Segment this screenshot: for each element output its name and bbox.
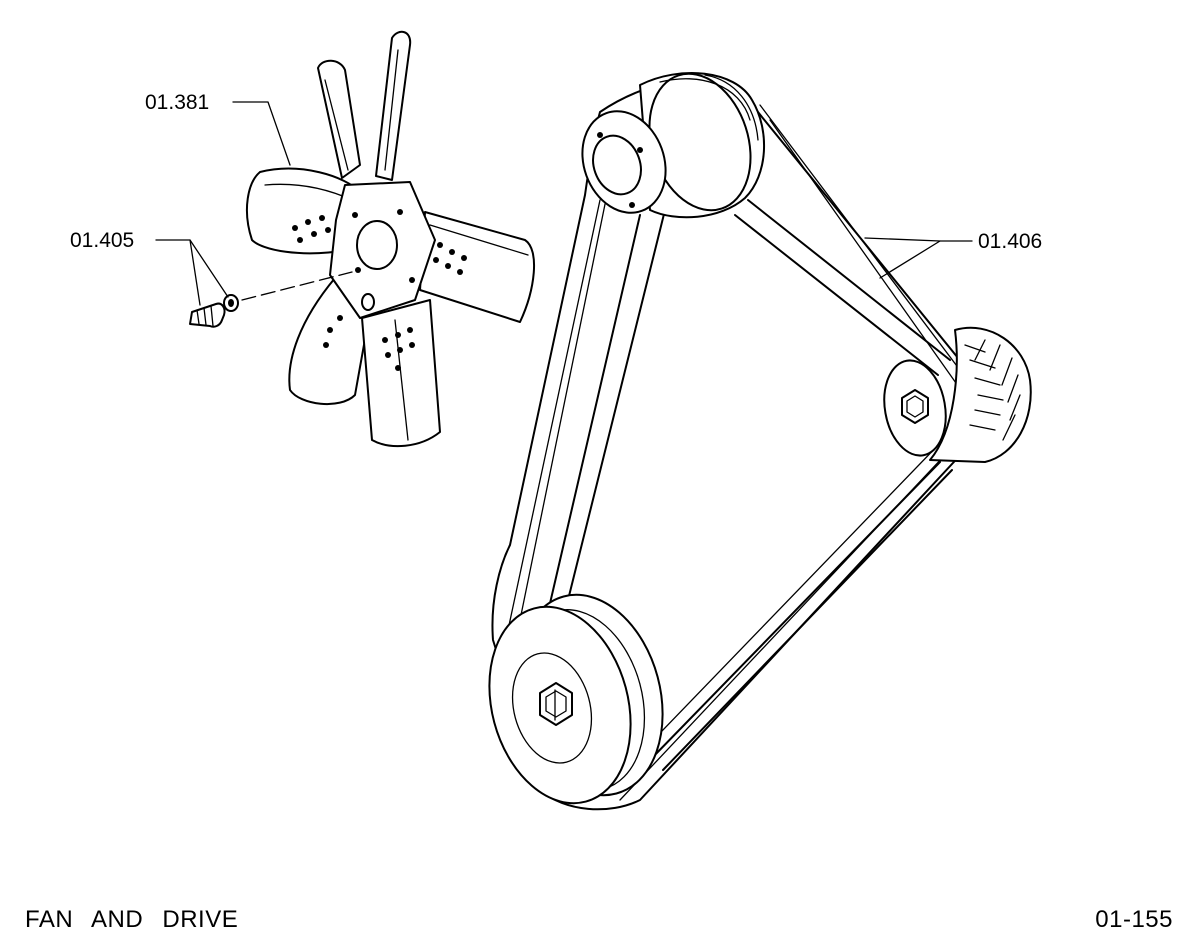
top-pulley xyxy=(581,72,766,219)
leader-lines xyxy=(155,101,973,306)
crank-pulley xyxy=(488,593,664,805)
idler-pulley xyxy=(883,326,1032,463)
blade-rivets xyxy=(292,215,467,371)
cooling-fan xyxy=(245,30,536,448)
fan-bolt-washer xyxy=(189,271,353,328)
callout-bolt-washer: 01.405 xyxy=(70,229,134,252)
drive-belt xyxy=(491,78,990,811)
diagram-title: FAN AND DRIVE xyxy=(25,906,239,933)
page-number: 01-155 xyxy=(1095,906,1173,933)
callout-belt: 01.406 xyxy=(978,230,1042,253)
callout-fan: 01.381 xyxy=(145,91,209,114)
